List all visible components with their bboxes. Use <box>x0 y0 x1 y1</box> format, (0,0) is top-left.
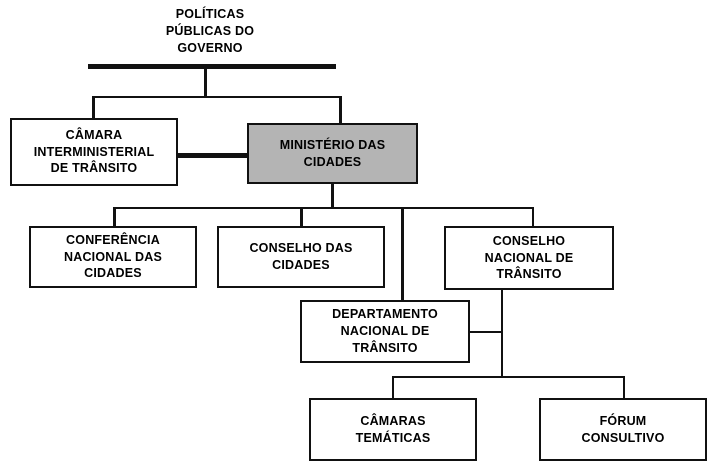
connector-level3-bus <box>113 207 534 209</box>
connector-drop-departamento-nacional <box>401 207 404 301</box>
node-label: CÂMARA INTERMINISTERIAL DE TRÂNSITO <box>33 127 155 176</box>
node-camaras-tematicas[interactable]: CÂMARAS TEMÁTICAS <box>309 398 477 461</box>
connector-conselho-nacional-to-bottom <box>501 290 503 377</box>
node-conferencia-nacional-das-cidades[interactable]: CONFERÊNCIA NACIONAL DAS CIDADES <box>29 226 197 288</box>
connector-ministerio-to-level3-drop <box>331 184 334 209</box>
connector-drop-forum-consultivo <box>623 376 625 399</box>
node-conselho-das-cidades[interactable]: CONSELHO DAS CIDADES <box>217 226 385 288</box>
node-label: CONSELHO DAS CIDADES <box>249 241 353 272</box>
node-label: CONFERÊNCIA NACIONAL DAS CIDADES <box>63 232 162 281</box>
node-label: MINISTÉRIO DAS CIDADES <box>279 137 386 169</box>
node-conselho-nacional-de-transito[interactable]: CONSELHO NACIONAL DE TRÂNSITO <box>444 226 614 290</box>
connector-drop-conselho-nacional <box>532 207 534 227</box>
connector-camara-to-ministerio <box>177 153 249 158</box>
connector-drop-camara-interministerial <box>92 96 95 119</box>
connector-root-bar <box>88 64 336 69</box>
connector-drop-ministerio-das-cidades <box>339 96 342 124</box>
connector-drop-conselho-das-cidades <box>300 207 303 227</box>
node-forum-consultivo[interactable]: FÓRUM CONSULTIVO <box>539 398 707 461</box>
root-title-politicas-publicas-do-governo: POLÍTICAS PÚBLICAS DO GOVERNO <box>165 7 255 55</box>
connector-drop-conferencia-nacional <box>113 207 116 227</box>
node-label: DEPARTAMENTO NACIONAL DE TRÂNSITO <box>332 307 438 355</box>
connector-departamento-to-spine <box>469 331 502 333</box>
connector-level2-bus <box>92 96 342 98</box>
connector-root-to-level2-drop <box>204 66 207 98</box>
node-label: CONSELHO NACIONAL DE TRÂNSITO <box>484 233 574 282</box>
connector-drop-camaras-tematicas <box>392 376 394 399</box>
node-departamento-nacional-de-transito[interactable]: DEPARTAMENTO NACIONAL DE TRÂNSITO <box>300 300 470 363</box>
node-camara-interministerial-de-transito[interactable]: CÂMARA INTERMINISTERIAL DE TRÂNSITO <box>10 118 178 186</box>
connector-bottom-bus <box>392 376 625 378</box>
node-ministerio-das-cidades[interactable]: MINISTÉRIO DAS CIDADES <box>247 123 418 184</box>
node-label: FÓRUM CONSULTIVO <box>581 413 665 445</box>
node-label: CÂMARAS TEMÁTICAS <box>355 413 431 445</box>
